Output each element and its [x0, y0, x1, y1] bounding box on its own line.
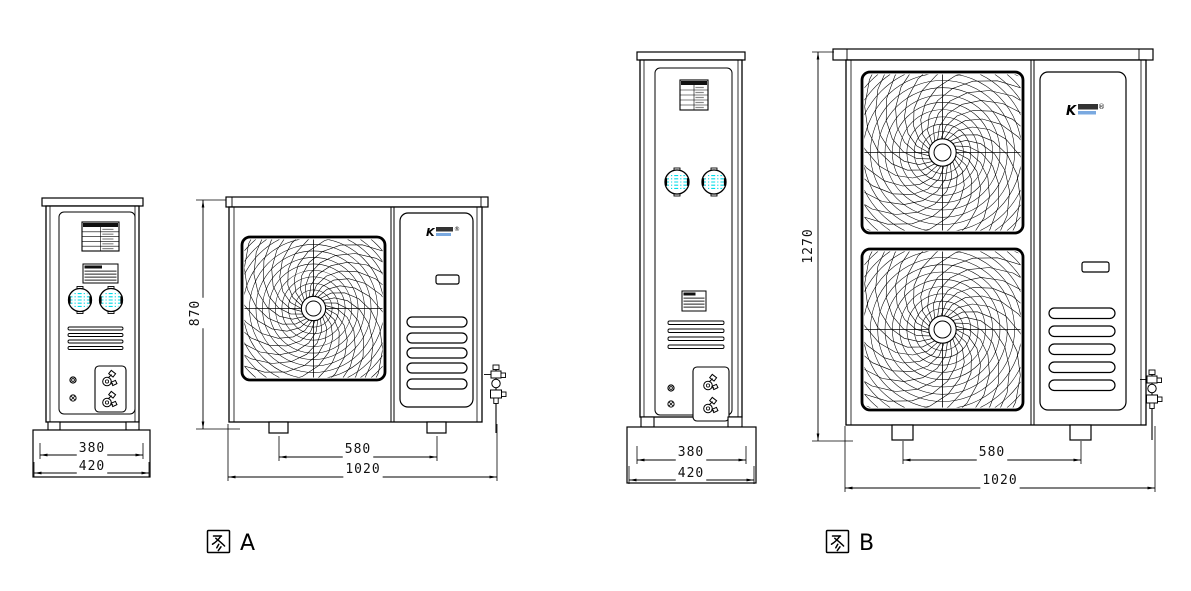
valve-symbol: [102, 369, 118, 387]
nameplate: [679, 79, 709, 111]
feet: [891, 424, 1092, 441]
registered-trademark-icon: ®: [454, 226, 460, 233]
figure-a-front-view: [225, 196, 507, 434]
label-plate: [681, 290, 707, 312]
fan-grille: [860, 247, 1025, 412]
tu-character-glyph: [825, 529, 850, 554]
screw: [667, 384, 675, 392]
external-valve-assembly: [1140, 369, 1163, 440]
dim-figA-side-380: 380: [79, 441, 105, 456]
feet: [47, 421, 140, 431]
screw: [69, 394, 77, 402]
screw: [69, 376, 77, 384]
fan-grille: [240, 235, 387, 382]
caption-figure-a: A: [206, 529, 255, 556]
external-valve-assembly: [484, 364, 507, 433]
handle: [435, 274, 460, 285]
dim-figA-front-870: 870: [188, 300, 203, 326]
caption-letter-a: A: [240, 531, 255, 556]
feet: [268, 421, 447, 434]
valve-symbol: [703, 396, 719, 414]
fan-grille: [860, 70, 1025, 235]
caption-figure-b: B: [825, 529, 874, 556]
nameplate: [81, 221, 120, 252]
tu-character-glyph: [206, 529, 231, 554]
brand-logo: [1078, 104, 1098, 115]
registered-trademark-icon: ®: [1098, 103, 1105, 111]
service-port: [67, 286, 93, 314]
vent-slats: [406, 316, 468, 390]
dimension-lines: [196, 51, 1156, 492]
valve-symbol: [102, 390, 118, 408]
figure-b-front-view: [832, 48, 1163, 441]
service-port: [701, 167, 727, 197]
service-port: [98, 286, 124, 314]
figure-a-side-view: [32, 197, 151, 478]
dim-figB-front-580: 580: [979, 445, 1005, 460]
valve-symbol: [703, 373, 719, 391]
brand-logos: K ® K ®: [426, 103, 1105, 239]
figure-captions: A B: [206, 529, 874, 556]
handle: [1081, 261, 1110, 273]
vent-slats: [67, 326, 124, 350]
vent-slats: [1048, 307, 1116, 392]
brand-logo-mark-figA: K: [426, 226, 436, 239]
figure-b-side-view: [626, 51, 757, 484]
label-plate: [82, 263, 119, 284]
brand-logo-mark-figB: K: [1066, 104, 1077, 119]
dim-figA-front-1020: 1020: [345, 462, 380, 477]
vent-slats: [667, 320, 725, 349]
dim-figB-side-420: 420: [678, 466, 704, 481]
dim-figB-front-1270: 1270: [801, 228, 816, 263]
screw: [667, 400, 675, 408]
dimension-labels: 380 420 580 1020 870 380 420 580 1020 12…: [76, 226, 1020, 489]
brand-logo: [436, 227, 453, 236]
dim-figA-front-580: 580: [345, 442, 371, 457]
dim-figA-side-420: 420: [79, 459, 105, 474]
service-port: [664, 167, 690, 197]
caption-letter-b: B: [859, 531, 874, 556]
dim-figB-front-1020: 1020: [982, 473, 1017, 488]
dim-figB-side-380: 380: [678, 445, 704, 460]
